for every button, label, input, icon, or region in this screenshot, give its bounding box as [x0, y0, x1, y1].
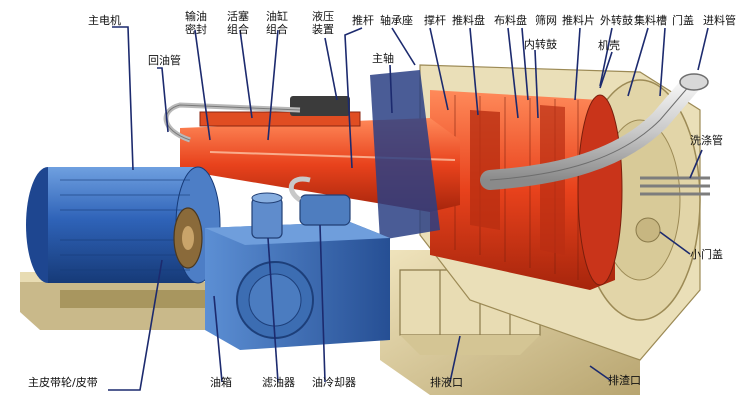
label-drain-port: 排液口 [430, 375, 463, 389]
bearing-seat [370, 70, 440, 240]
label-cylinder-line2: 组合 [266, 22, 288, 36]
rotor-assembly [430, 90, 623, 290]
label-pusher-plate: 推料盘 [452, 13, 485, 27]
label-oil-filter: 滤油器 [262, 375, 295, 389]
labels: 主电机 回油管 输油 密封 活塞 组合 油缸 组合 液压 装置 推杆 轴承座 主… [28, 9, 736, 389]
oil-cooler [288, 176, 351, 226]
hydraulic-unit [290, 96, 350, 116]
label-hydraulic-line2: 装置 [312, 23, 334, 36]
label-piston-line2: 组合 [227, 22, 249, 36]
label-strut: 撑杆 [424, 13, 446, 27]
label-slag-port: 排渣口 [608, 373, 641, 387]
label-oil-cooler: 油冷却器 [312, 375, 356, 389]
label-push-rod: 推杆 [352, 13, 374, 27]
leader-lines [108, 26, 709, 391]
label-main-motor: 主电机 [88, 13, 121, 27]
label-collecting-tank: 集料槽 [634, 13, 667, 27]
oil-filter [251, 192, 283, 239]
label-outer-drum: 外转鼓 [600, 13, 633, 27]
wash-pipes [640, 176, 710, 196]
label-piston-line1: 活塞 [227, 9, 249, 23]
label-main-shaft: 主轴 [372, 51, 394, 65]
label-feed-pipe: 进料管 [703, 13, 736, 27]
label-small-door: 小门盖 [690, 247, 723, 261]
label-pulley: 主皮带轮/皮带 [28, 375, 98, 389]
oil-tank [205, 222, 390, 350]
label-hydraulic-line1: 液压 [312, 9, 334, 23]
main-motor [26, 166, 221, 284]
label-inner-drum: 内转鼓 [524, 37, 557, 51]
label-pusher-blade: 推料片 [562, 13, 595, 27]
label-bearing-seat: 轴承座 [380, 13, 413, 27]
small-door-cover [635, 217, 661, 243]
label-oil-tank: 油箱 [210, 375, 232, 389]
feed-pipe [480, 73, 709, 190]
label-housing: 机壳 [598, 38, 620, 52]
label-distribution-plate: 布料盘 [494, 13, 527, 27]
label-wash-pipe: 洗涤管 [690, 133, 723, 147]
label-cylinder-line1: 油缸 [266, 9, 288, 23]
push-rod-assembly [180, 70, 460, 240]
label-screen: 筛网 [535, 13, 557, 27]
label-oil-return-pipe: 回油管 [148, 53, 181, 67]
label-door-cover: 门盖 [672, 13, 694, 27]
label-oil-seal-line2: 密封 [185, 22, 207, 36]
label-oil-seal-line1: 输油 [185, 9, 207, 23]
